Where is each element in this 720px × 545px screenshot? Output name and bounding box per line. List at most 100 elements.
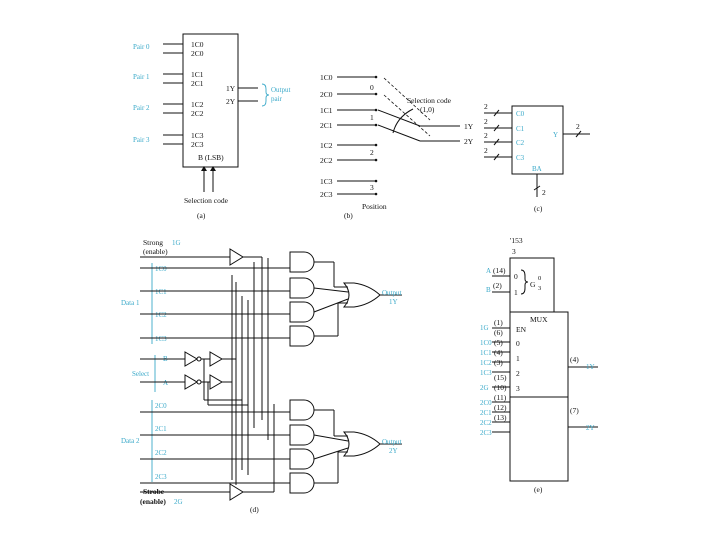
pair-label: Pair 1 bbox=[133, 73, 150, 81]
svg-text:2C2: 2C2 bbox=[480, 419, 492, 427]
svg-text:2G: 2G bbox=[480, 384, 489, 392]
data-label: Data 2 bbox=[121, 437, 140, 445]
output-pair-label: Output bbox=[271, 86, 291, 94]
input-lines-a bbox=[163, 43, 183, 145]
data-input: 2C1 bbox=[155, 425, 167, 433]
svg-text:0: 0 bbox=[516, 339, 520, 348]
select-input: A bbox=[486, 267, 491, 275]
data-label: Data 1 bbox=[121, 299, 140, 307]
bus-width: 2 bbox=[484, 117, 488, 126]
input-label: 2C3 bbox=[320, 190, 333, 199]
select-label: Select bbox=[132, 370, 149, 378]
svg-text:(15): (15) bbox=[494, 373, 507, 382]
svg-text:1C3: 1C3 bbox=[480, 369, 492, 377]
and-gates-2 bbox=[289, 399, 315, 494]
select-input: A bbox=[163, 379, 168, 387]
output-pin: 2Y bbox=[389, 447, 398, 455]
input-label: 2C0 bbox=[320, 90, 333, 99]
position-number: 2 bbox=[370, 148, 374, 157]
bus-width: 2 bbox=[542, 188, 546, 197]
svg-text:1C1: 1C1 bbox=[480, 349, 492, 357]
output-pair-label: pair bbox=[271, 95, 283, 103]
caption-b: (b) bbox=[344, 211, 353, 220]
data-input: 2C3 bbox=[155, 473, 167, 481]
pin-number: (14) bbox=[493, 266, 506, 275]
caption-e: (e) bbox=[534, 485, 543, 494]
data-input: 2C0 bbox=[155, 402, 167, 410]
out-pin: (4) bbox=[570, 355, 579, 364]
svg-text:1G: 1G bbox=[480, 324, 489, 332]
svg-text:(11): (11) bbox=[494, 393, 507, 402]
svg-text:(13): (13) bbox=[494, 413, 507, 422]
position-number: 0 bbox=[370, 83, 374, 92]
or-gate bbox=[342, 282, 381, 308]
data-input: 1C1 bbox=[155, 288, 167, 296]
pair-label: Pair 3 bbox=[133, 136, 150, 144]
chip-title: '153 bbox=[510, 236, 523, 245]
svg-text:2C0: 2C0 bbox=[480, 399, 492, 407]
input-label: 2C1 bbox=[191, 79, 204, 88]
select-label: BA bbox=[532, 165, 542, 173]
svg-text:3: 3 bbox=[516, 384, 520, 393]
and-gates-1 bbox=[289, 251, 315, 347]
select-pins: B (LSB) bbox=[198, 153, 224, 162]
input-label: 2C2 bbox=[191, 109, 204, 118]
input-label: 1C2 bbox=[320, 141, 333, 150]
selection-code-label: Selection code bbox=[184, 196, 229, 205]
g-label: G bbox=[530, 280, 536, 289]
rotation-arrow bbox=[392, 108, 414, 134]
input-label: C2 bbox=[516, 139, 525, 147]
strobe-label: (enable) bbox=[143, 247, 168, 256]
output-label: 1Y bbox=[226, 84, 236, 93]
sel-bit: 1 bbox=[514, 288, 518, 297]
input-label: C1 bbox=[516, 125, 525, 133]
caption-a: (a) bbox=[197, 211, 206, 220]
svg-text:(6): (6) bbox=[494, 328, 503, 337]
pin-number: (2) bbox=[493, 281, 502, 290]
switch-lines bbox=[337, 76, 375, 195]
output-label: Output bbox=[382, 289, 402, 297]
bus-width: 2 bbox=[576, 122, 580, 131]
strobe-pin: 1G bbox=[172, 239, 181, 247]
svg-text:(1): (1) bbox=[494, 318, 503, 327]
strobe-pin: 2G bbox=[174, 498, 183, 506]
strobe-label: (enable) bbox=[140, 497, 166, 506]
data-input: 1C3 bbox=[155, 335, 167, 343]
caption-c: (c) bbox=[534, 204, 543, 213]
contact-dots bbox=[374, 75, 378, 196]
left-pins: (1) (6) (5) (4) (3) (15) (10) (11) (12) … bbox=[494, 318, 507, 422]
input-label: 1C2 bbox=[191, 100, 204, 109]
output-label: 1Y bbox=[464, 122, 474, 131]
arrow-up-icon bbox=[201, 166, 216, 171]
g-range: 0 bbox=[538, 275, 541, 282]
panel-e: '153 3 A B (14) (2) 0 1 G 0 3 MUX EN 0 1… bbox=[480, 236, 598, 494]
pair-label: Pair 0 bbox=[133, 43, 150, 51]
output-label: 2Y bbox=[464, 137, 474, 146]
selection-code-value: (1,0) bbox=[420, 105, 435, 114]
inverter-buffers bbox=[184, 351, 223, 390]
brace-icon bbox=[261, 83, 270, 107]
bus-width: 2 bbox=[484, 102, 488, 111]
bus-width: 2 bbox=[484, 131, 488, 140]
data-input: 1C2 bbox=[155, 311, 167, 319]
bus-width: 2 bbox=[484, 146, 488, 155]
en-label: EN bbox=[516, 325, 527, 334]
input-label: 1C0 bbox=[320, 73, 333, 82]
input-label: 2C0 bbox=[191, 49, 204, 58]
panel-c: 2 2 2 2 2 2 C0 C1 C2 C3 Y BA (c) bbox=[484, 102, 590, 213]
input-label: 1C0 bbox=[191, 40, 204, 49]
output-label: 2Y bbox=[586, 424, 595, 432]
output-label: Y bbox=[553, 131, 558, 139]
svg-text:1: 1 bbox=[516, 354, 520, 363]
g-range: 3 bbox=[538, 285, 541, 292]
data-input: 1C0 bbox=[155, 265, 167, 273]
input-label: 2C1 bbox=[320, 121, 333, 130]
input-label: 1C1 bbox=[320, 106, 333, 115]
output-label: Output bbox=[382, 438, 402, 446]
input-label: 2C2 bbox=[320, 156, 333, 165]
buffer-gate bbox=[229, 248, 244, 266]
or-gate bbox=[342, 431, 381, 457]
input-label: 1C1 bbox=[191, 70, 204, 79]
